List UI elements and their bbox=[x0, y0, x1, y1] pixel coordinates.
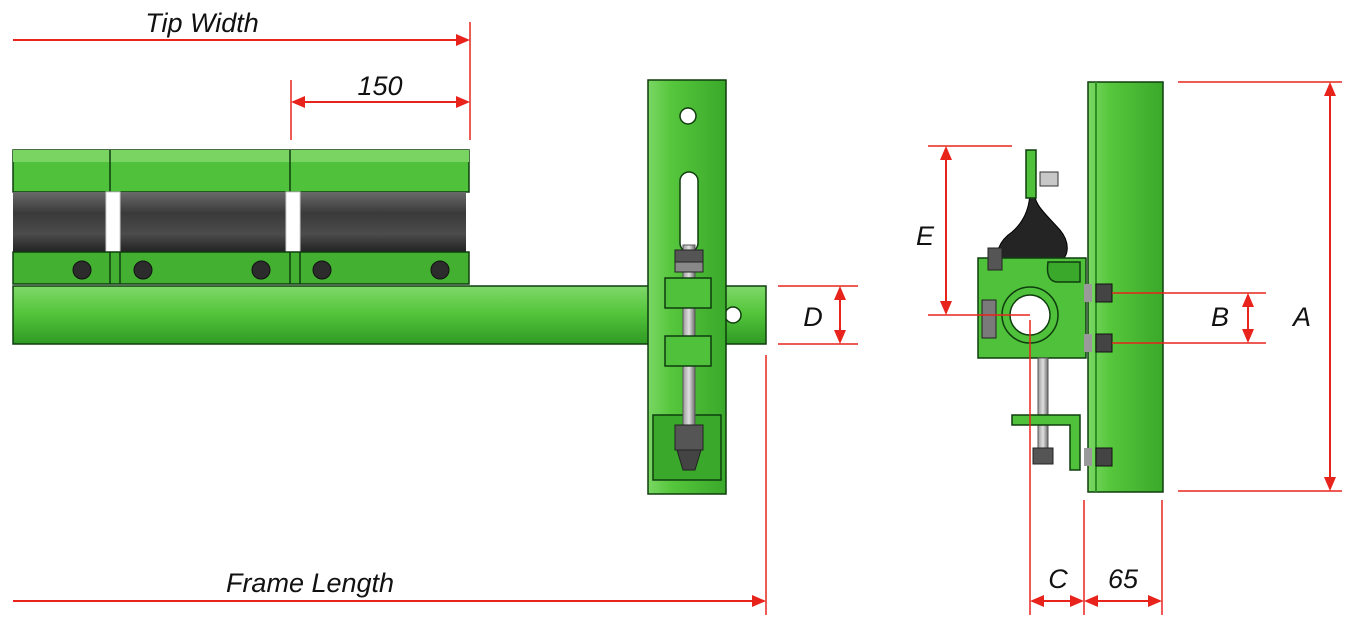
bolt-icon bbox=[1095, 283, 1113, 303]
dimension-lines bbox=[13, 22, 1342, 615]
scraper-assembly-front-view bbox=[12, 79, 767, 495]
dimension-65-label: 65 bbox=[1108, 564, 1139, 594]
bolt-icon bbox=[1095, 447, 1113, 467]
dimension-e-label: E bbox=[916, 221, 935, 251]
tip-width-label: Tip Width bbox=[145, 8, 259, 38]
bolt-icon bbox=[133, 260, 153, 280]
dimension-c-label: C bbox=[1048, 564, 1068, 594]
bolt-icon bbox=[1095, 333, 1113, 353]
dimension-d-label: D bbox=[803, 302, 823, 332]
mount-side-view bbox=[977, 81, 1164, 493]
bolt-icon bbox=[72, 260, 92, 280]
main-frame-tube bbox=[12, 285, 767, 345]
bolt-icon bbox=[251, 260, 271, 280]
blade-segment bbox=[13, 192, 106, 252]
blade-segment bbox=[300, 192, 466, 252]
dimension-b-label: B bbox=[1211, 302, 1229, 332]
frame-length-label: Frame Length bbox=[226, 568, 394, 598]
dimension-a-label: A bbox=[1291, 302, 1311, 332]
bolt-icon bbox=[430, 260, 450, 280]
dimension-150-label: 150 bbox=[357, 71, 402, 101]
bolt-icon bbox=[312, 260, 332, 280]
blade-segment bbox=[120, 192, 286, 252]
